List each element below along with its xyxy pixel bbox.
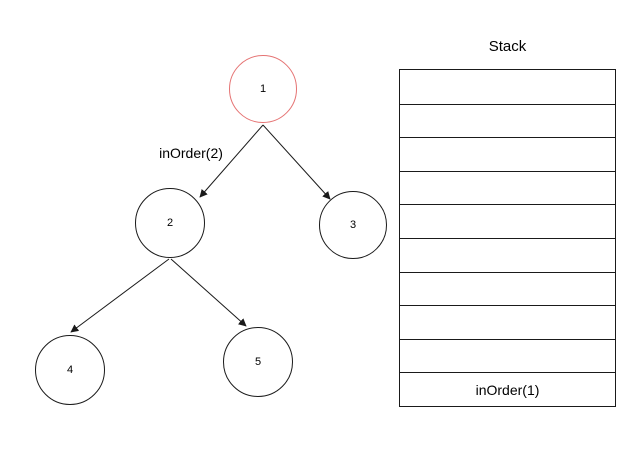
edge-1-to-3	[262, 124, 331, 200]
edge-2-to-5	[170, 258, 247, 327]
node-3-label: 3	[349, 219, 357, 231]
stack-row-2	[400, 103, 615, 138]
stack-panel: Stack inOrder(1)	[399, 36, 616, 407]
node-1-label: 1	[259, 83, 267, 95]
tree-node-2: 2	[135, 188, 205, 258]
stack-row-7	[400, 271, 615, 306]
tree-node-4: 4	[35, 335, 105, 405]
node-2-label: 2	[166, 217, 174, 229]
stack-row-5	[400, 204, 615, 238]
stack-row-inorder1: inOrder(1)	[400, 372, 615, 406]
edge-2-to-4	[70, 258, 170, 333]
stack-row-1	[400, 70, 615, 104]
stack-row-8	[400, 305, 615, 339]
stack-row-6	[400, 237, 615, 272]
node-4-label: 4	[66, 364, 74, 376]
stack-row-4	[400, 170, 615, 205]
tree-node-5: 5	[223, 327, 293, 397]
stack-row-9	[400, 338, 615, 373]
stack-table: inOrder(1)	[399, 69, 616, 407]
node-5-label: 5	[254, 356, 262, 368]
stack-row-3	[400, 137, 615, 171]
stack-title: Stack	[488, 38, 527, 55]
edge-label-inorder2: inOrder(2)	[159, 145, 223, 161]
tree-node-3: 3	[319, 191, 387, 259]
tree-node-1: 1	[229, 55, 297, 123]
edge-1-to-2	[199, 124, 264, 198]
